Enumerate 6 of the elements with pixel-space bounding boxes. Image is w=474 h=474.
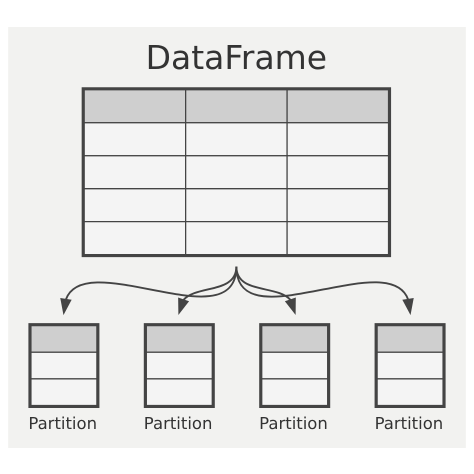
node-label: Partition xyxy=(144,413,212,432)
arrow xyxy=(235,266,414,315)
node-label: DataFrame xyxy=(146,38,328,77)
node-label: Partition xyxy=(28,413,98,432)
node-label: Partition xyxy=(374,413,444,432)
node-label: Partition xyxy=(259,413,328,432)
